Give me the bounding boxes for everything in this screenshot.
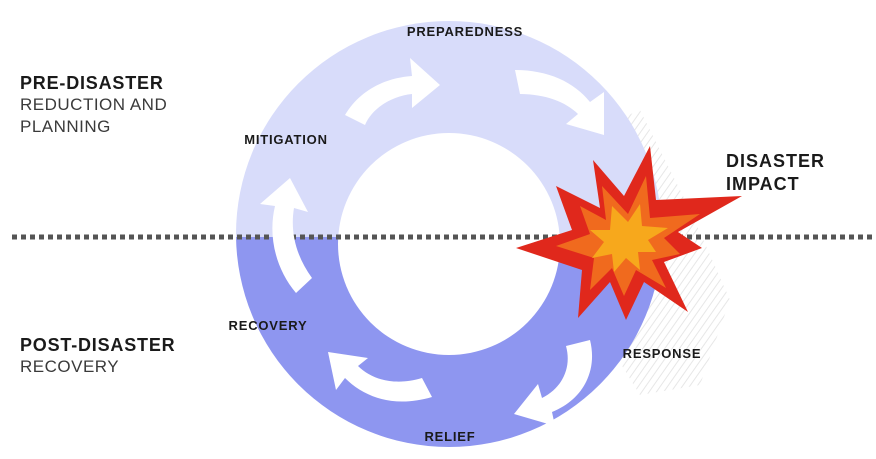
disaster-impact-line2: IMPACT [726,174,800,194]
ring-upper-half [236,21,662,237]
explosion-icon [516,146,742,320]
pre-disaster-line1: REDUCTION AND [20,95,168,114]
stage-label-response: RESPONSE [623,346,702,361]
cycle-arrow-icon [260,58,604,426]
post-disaster-label: POST-DISASTER RECOVERY [20,334,175,378]
post-disaster-line1: RECOVERY [20,357,120,376]
post-disaster-title: POST-DISASTER [20,335,176,355]
stage-label-preparedness: PREPAREDNESS [407,24,523,39]
stage-label-mitigation: MITIGATION [244,132,328,147]
pre-disaster-title: PRE-DISASTER [20,73,164,93]
disaster-impact-line1: DISASTER [726,151,826,171]
pre-disaster-line2: PLANNING [20,117,111,136]
stage-label-relief: RELIEF [424,429,475,444]
stage-label-recovery: RECOVERY [229,318,308,333]
disaster-impact-label: DISASTER IMPACT [726,150,825,196]
pre-disaster-label: PRE-DISASTER REDUCTION AND PLANNING [20,72,167,138]
